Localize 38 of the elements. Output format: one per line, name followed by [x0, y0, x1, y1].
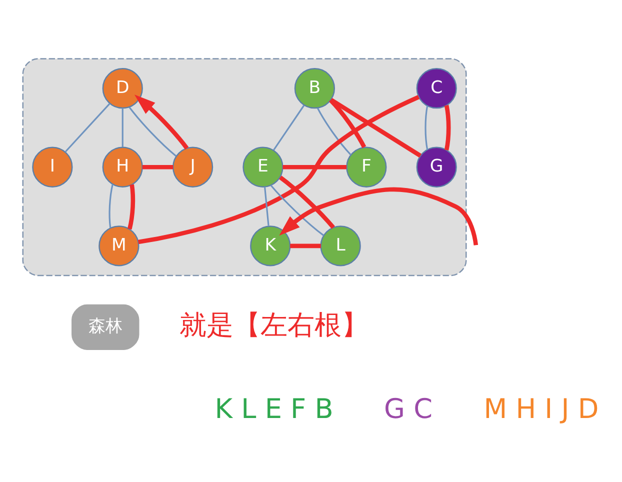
connector	[128, 106, 176, 157]
node-box: 森林	[72, 304, 140, 350]
cluster	[22, 58, 467, 276]
connector	[278, 176, 335, 229]
label: G C	[384, 394, 433, 425]
arrow	[134, 94, 189, 150]
node-circle: C	[416, 68, 457, 109]
connector	[316, 108, 352, 156]
node-circle: E	[242, 146, 284, 188]
node-circle: B	[294, 68, 335, 109]
node-circle: I	[32, 146, 73, 188]
connector	[108, 184, 114, 228]
connector	[122, 108, 124, 148]
label: M H I J D	[484, 394, 599, 425]
node-circle: F	[346, 146, 387, 188]
connector	[424, 106, 428, 150]
connector	[128, 184, 136, 230]
node-circle: D	[102, 68, 143, 109]
node-circle: K	[250, 226, 291, 266]
label: 就是【左右根】	[180, 310, 369, 342]
node-circle: J	[172, 146, 214, 188]
node-circle: H	[102, 146, 143, 188]
node-circle: M	[98, 226, 140, 266]
label: K L E F B	[214, 394, 334, 425]
arrow	[279, 187, 478, 246]
connector	[328, 98, 366, 148]
connector	[444, 104, 451, 150]
node-circle: L	[320, 226, 361, 266]
connector	[142, 164, 174, 170]
connector	[264, 186, 270, 226]
connector	[273, 104, 305, 151]
node-circle: G	[416, 146, 457, 188]
connector	[290, 244, 321, 248]
connector	[282, 164, 346, 170]
connector	[138, 95, 420, 244]
connector	[330, 98, 422, 158]
connector	[64, 103, 110, 153]
connector	[270, 184, 324, 236]
